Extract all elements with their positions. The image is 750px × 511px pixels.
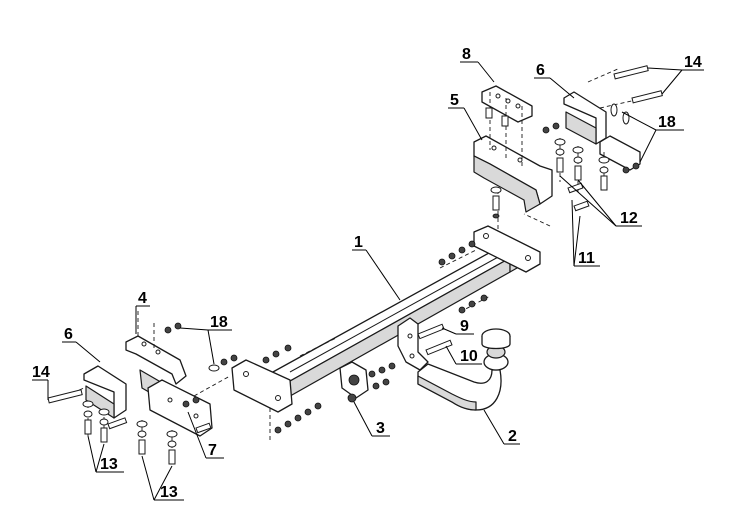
right-small-bracket: [599, 135, 641, 171]
callout-8: 8: [462, 46, 471, 63]
callout-3: 3: [376, 420, 385, 437]
tow-ball-cap: [481, 328, 511, 350]
right-top-plate: [481, 85, 533, 123]
callout-6-right: 6: [536, 62, 545, 79]
callout-labels: 1 2 3 4 5 6 6 7 8 9 10 11 12 13 13 14 14…: [32, 46, 702, 501]
callout-4: 4: [138, 290, 147, 307]
right-angle-bracket: [563, 91, 607, 145]
left-beam-plate: [231, 359, 293, 413]
right-side-arm: [473, 135, 553, 213]
callout-1: 1: [354, 234, 363, 251]
callout-9: 9: [460, 318, 469, 335]
left-lower-plate: [147, 379, 213, 437]
callout-14-left: 14: [32, 364, 50, 381]
callout-18-left: 18: [210, 314, 228, 331]
leader-lines: [32, 61, 704, 501]
callout-11: 11: [578, 250, 595, 267]
callout-6-left: 6: [64, 326, 73, 343]
tow-ball-mount: [339, 361, 369, 403]
cross-beam: [261, 239, 525, 405]
callout-12: 12: [620, 210, 638, 227]
hardware-fasteners: [47, 65, 663, 465]
callout-13-lower: 13: [160, 484, 178, 501]
callout-13-upper: 13: [100, 456, 118, 473]
callout-18-right: 18: [658, 114, 676, 131]
tow-ball-neck: [417, 345, 509, 411]
socket-plate: [397, 317, 429, 371]
callout-5: 5: [450, 92, 459, 109]
assembly-lines: [59, 67, 637, 462]
callout-14-right: 14: [684, 54, 702, 71]
callout-2: 2: [508, 428, 517, 445]
callout-7: 7: [208, 442, 217, 459]
callout-10: 10: [460, 348, 478, 365]
